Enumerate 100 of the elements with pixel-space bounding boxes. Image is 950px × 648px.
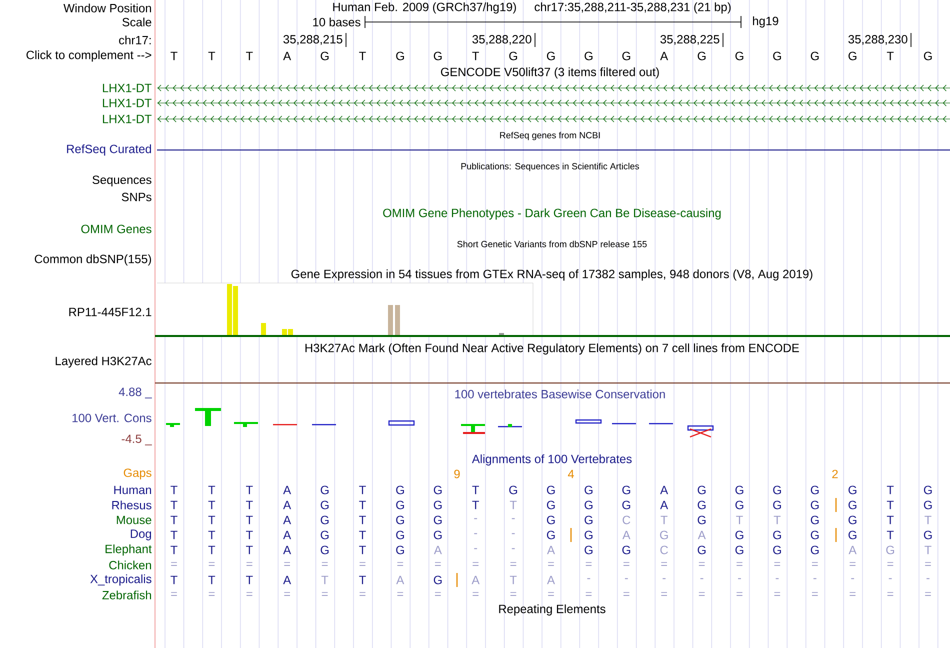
base-letter: = — [360, 592, 366, 596]
base-letter: = — [208, 592, 215, 596]
base-letter: A — [283, 530, 292, 540]
base-letter: = — [812, 592, 818, 596]
scale-label: hg19 — [753, 16, 778, 28]
base-letter: G — [434, 500, 442, 510]
base-letter: G — [509, 52, 518, 60]
base-letter: T — [924, 516, 932, 524]
base-letter: - — [474, 518, 478, 520]
base-letter: G — [320, 500, 329, 510]
row-label: RefSeq Curated — [67, 144, 152, 156]
base-letter: - — [512, 548, 515, 550]
base-letter: G — [810, 52, 819, 60]
base-letter: A — [622, 530, 630, 540]
species-label: Mouse — [116, 516, 152, 524]
base-letter: G — [848, 500, 856, 510]
track-title: Publications: Sequences in Scientific Articles — [461, 162, 640, 172]
base-letter: T — [246, 486, 253, 494]
row-label: Layered H3K27Ac — [56, 356, 152, 368]
base-letter: G — [735, 52, 744, 60]
base-letter: T — [886, 52, 894, 60]
base-letter: G — [546, 486, 555, 494]
base-letter: A — [547, 546, 555, 554]
base-letter: = — [812, 562, 818, 566]
base-letter: = — [850, 592, 856, 596]
base-letter: = — [472, 592, 478, 596]
base-letter: G — [848, 516, 856, 524]
base-letter: A — [283, 52, 292, 60]
base-letter: G — [924, 486, 932, 494]
base-letter: G — [434, 530, 442, 540]
base-letter: T — [886, 516, 894, 524]
base-letter: T — [170, 486, 178, 494]
base-letter: G — [735, 500, 744, 510]
base-letter: = — [548, 592, 554, 596]
base-letter: A — [283, 576, 292, 584]
base-letter: G — [735, 486, 744, 494]
base-letter: T — [472, 486, 479, 494]
base-letter: = — [925, 562, 931, 566]
base-letter: T — [170, 546, 178, 554]
species-label: Dog — [130, 530, 152, 540]
base-letter: T — [208, 52, 216, 60]
track-title: Short Genetic Variants from dbSNP release 155 — [457, 240, 647, 248]
base-letter: T — [170, 52, 178, 60]
base-letter: T — [359, 576, 366, 584]
axis-tick-label: -4.5 _ — [122, 434, 152, 446]
base-letter: = — [698, 562, 705, 566]
base-letter: = — [736, 562, 742, 566]
base-letter: A — [434, 546, 442, 554]
base-letter: G — [584, 500, 592, 510]
track-title: Repeating Elements — [499, 604, 606, 616]
base-letter: = — [736, 592, 742, 596]
base-letter: = — [548, 562, 554, 566]
base-letter: G — [546, 530, 555, 540]
base-letter: G — [773, 52, 781, 60]
base-letter: = — [698, 592, 705, 596]
base-letter: G — [698, 486, 706, 494]
row-label: SNPs — [122, 192, 152, 202]
position-number: 35,288,215 — [283, 35, 342, 45]
base-letter: G — [584, 530, 592, 540]
base-letter: G — [396, 486, 404, 494]
base-letter: G — [735, 546, 744, 554]
base-letter: = — [774, 592, 780, 596]
base-letter: G — [546, 516, 555, 524]
base-letter: G — [773, 486, 781, 494]
base-letter: = — [887, 592, 894, 596]
base-letter: G — [434, 576, 442, 584]
base-letter: - — [776, 578, 779, 580]
base-letter: A — [660, 486, 668, 494]
row-label: Common dbSNP(155) — [34, 254, 152, 266]
base-letter: G — [434, 52, 442, 60]
gap-count: 9 — [454, 470, 460, 478]
gene-label: LHX1-DT — [102, 114, 152, 124]
base-letter: G — [773, 530, 781, 540]
base-letter: = — [774, 562, 780, 566]
base-letter: T — [359, 530, 366, 540]
base-letter: = — [284, 562, 290, 566]
base-letter: G — [848, 530, 856, 540]
gene-label: RP11-445F12.1 — [69, 308, 152, 316]
base-letter: T — [170, 576, 178, 584]
base-letter: = — [925, 592, 931, 596]
base-letter: G — [810, 500, 819, 510]
base-letter: T — [208, 516, 216, 524]
base-letter: = — [586, 562, 592, 566]
base-letter: T — [208, 546, 216, 554]
base-letter: = — [397, 592, 404, 596]
track-title: OMIM Gene Phenotypes - Dark Green Can Be Disease-causing — [383, 208, 721, 220]
species-label: Human — [114, 486, 152, 494]
base-letter: G — [886, 546, 894, 554]
base-letter: = — [586, 592, 592, 596]
base-letter: G — [584, 516, 592, 524]
row-label: 100 Vert. Cons — [72, 414, 152, 422]
base-letter: G — [396, 546, 404, 554]
base-letter: G — [320, 530, 329, 540]
base-letter: = — [435, 562, 441, 566]
base-letter: G — [810, 546, 819, 554]
track-title: RefSeq genes from NCBI — [500, 132, 600, 140]
row-label: Gaps — [124, 468, 152, 480]
base-letter: G — [924, 52, 932, 60]
species-label: Rhesus — [112, 500, 152, 510]
base-letter: G — [924, 500, 932, 510]
